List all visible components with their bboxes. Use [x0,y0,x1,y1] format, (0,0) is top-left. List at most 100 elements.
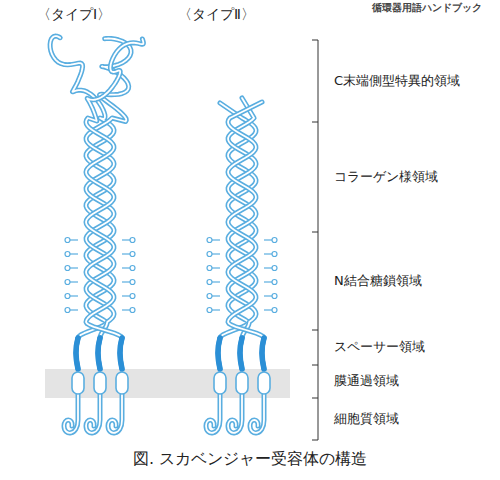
cytoplasmic-tail [250,394,264,433]
sugar-chain [130,280,135,285]
cytoplasmic-tail [86,394,100,433]
transmembrane-segment [214,372,226,394]
sugar-chain [207,308,212,313]
spacer-strand [262,338,264,369]
sugar-chain [130,266,135,271]
bracket-ticks [312,122,318,398]
sugar-stalk [264,253,272,254]
sugar-chain [272,266,277,271]
type-heading: 〈タイプⅡ〉 [178,6,255,23]
sugar-chain [207,238,212,243]
cytoplasmic-tail-core [250,394,264,433]
transmembrane-segment [72,372,84,394]
sugar-stalk [212,281,220,282]
spacer-fill [120,338,122,369]
spacer-strand [120,338,122,369]
watermark: 循環器用語ハンドブック [372,2,482,14]
sugar-chain [130,294,135,299]
cytoplasmic-tail [228,394,242,433]
transmembrane-segment [236,372,248,394]
sugar-stalk [70,239,78,240]
cytoplasmic-tail [108,394,122,433]
protein-strand-core [228,102,264,338]
region-label: スペーサー領域 [334,339,425,355]
cytoplasmic-tail-core [86,394,100,433]
sugar-chain [207,266,212,271]
region-bracket [312,40,318,440]
sugar-chain [272,280,277,285]
sugar-chain [130,308,135,313]
sugar-chain [130,252,135,257]
spacer-strand-core [98,338,100,369]
spacer-fill [98,338,100,369]
sugar-chain [272,294,277,299]
sugar-stalk [264,295,272,296]
cytoplasmic-tail-core [64,394,78,433]
sugar-chain [65,238,70,243]
spacer-strand [240,338,242,369]
region-label: 細胞質領域 [334,411,399,427]
type-heading: 〈タイプⅠ〉 [37,6,111,23]
cytoplasmic-tail-core [228,394,242,433]
spacer-strand [218,338,220,369]
spacer-fill [262,338,264,369]
sugar-chain [65,252,70,257]
membrane-band [45,369,290,398]
spacer-fill [240,338,242,369]
sugar-chain [65,294,70,299]
spacer-strand [98,338,100,369]
sugar-stalk [122,281,130,282]
spacer-strand-core [262,338,264,369]
sugar-stalk [264,281,272,282]
sugar-chain [65,280,70,285]
sugar-stalk [70,295,78,296]
sugar-stalk [70,267,78,268]
sugar-stalk [70,281,78,282]
bracket-line [312,40,318,440]
sugar-stalk [264,239,272,240]
region-label: N結合糖鎖領域 [334,273,422,289]
sugar-chain [207,280,212,285]
figure-caption: 図. スカベンジャー受容体の構造 [133,449,367,468]
sugar-stalk [264,267,272,268]
spacer-strand-core [76,338,78,369]
sugar-stalk [122,309,130,310]
protein-strand [86,39,143,338]
sugar-chain [272,308,277,313]
sugar-stalk [122,295,130,296]
sugar-chain [65,266,70,271]
spacer-strand [76,338,78,369]
sugar-chain [272,252,277,257]
sugar-stalk [122,267,130,268]
cytoplasmic-tail [206,394,220,433]
receptor-strands [50,36,277,433]
sugar-stalk [212,295,220,296]
sugar-chain [207,252,212,257]
sugar-chain [207,294,212,299]
protein-strand [228,102,264,338]
sugar-stalk [264,309,272,310]
spacer-fill [76,338,78,369]
cytoplasmic-tail [64,394,78,433]
sugar-stalk [70,253,78,254]
sugar-stalk [122,253,130,254]
protein-strand-core [86,39,143,338]
sugar-stalk [212,239,220,240]
spacer-strand-core [218,338,220,369]
sugar-stalk [70,309,78,310]
region-label: コラーゲン様領域 [334,169,438,185]
transmembrane-segment [116,372,128,394]
spacer-strand-core [120,338,122,369]
region-label: 膜通過領域 [334,373,399,389]
sugar-chain [130,238,135,243]
sugar-chain [65,308,70,313]
region-label: C末端側型特異的領域 [334,73,460,89]
sugar-stalk [122,239,130,240]
sugar-stalk [212,309,220,310]
transmembrane-segment [94,372,106,394]
spacer-fill [218,338,220,369]
cytoplasmic-tail-core [206,394,220,433]
spacer-strand-core [240,338,242,369]
